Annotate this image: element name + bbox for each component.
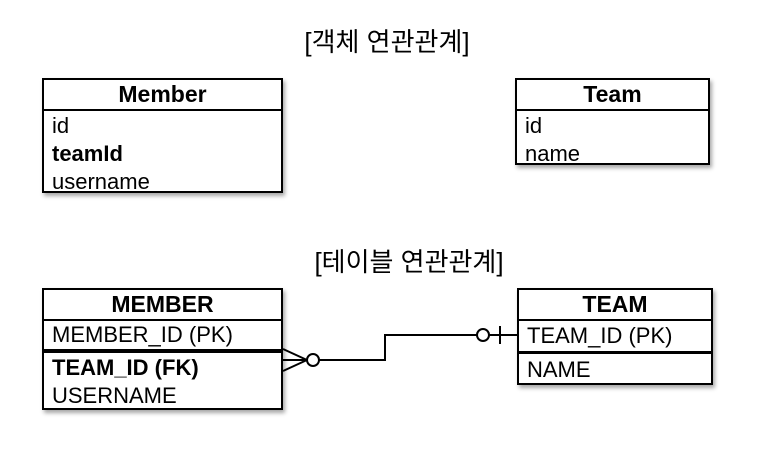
entity-field-list: TEAM_ID (FK) USERNAME bbox=[44, 353, 281, 412]
entity-title: MEMBER bbox=[44, 290, 281, 321]
field-username: username bbox=[52, 169, 150, 194]
field-name: name bbox=[525, 141, 581, 166]
object-section-title: [객체 연관관계] bbox=[304, 27, 470, 57]
primary-key-row: TEAM_ID (PK) bbox=[519, 321, 711, 354]
table-entity-member: MEMBER MEMBER_ID (PK) TEAM_ID (FK) USERN… bbox=[42, 288, 283, 410]
zero-circle-icon bbox=[306, 353, 320, 367]
field-username: USERNAME bbox=[52, 383, 177, 408]
field-member-id-pk: MEMBER_ID (PK) bbox=[52, 322, 233, 347]
field-teamid: teamId bbox=[52, 141, 123, 166]
connector-line bbox=[319, 334, 477, 361]
entity-title: TEAM bbox=[519, 290, 711, 321]
table-entity-team: TEAM TEAM_ID (PK) NAME bbox=[517, 288, 713, 385]
field-team-id-fk: TEAM_ID (FK) bbox=[52, 355, 199, 380]
entity-field-list: id teamId username bbox=[44, 111, 281, 198]
crow-foot-many-icon bbox=[282, 348, 308, 372]
field-name: NAME bbox=[527, 357, 591, 382]
entity-field-list: NAME bbox=[519, 354, 711, 386]
zero-circle-icon bbox=[476, 328, 490, 342]
entity-title: Team bbox=[517, 80, 708, 111]
field-id: id bbox=[52, 113, 70, 138]
entity-field-list: id name bbox=[517, 111, 708, 170]
entity-title: Member bbox=[44, 80, 281, 111]
field-team-id-pk: TEAM_ID (PK) bbox=[527, 323, 673, 348]
table-section-title: [테이블 연관관계] bbox=[314, 247, 504, 277]
object-entity-member: Member id teamId username bbox=[42, 78, 283, 194]
object-entity-team: Team id name bbox=[515, 78, 710, 166]
field-id: id bbox=[525, 113, 543, 138]
primary-key-row: MEMBER_ID (PK) bbox=[44, 321, 281, 353]
